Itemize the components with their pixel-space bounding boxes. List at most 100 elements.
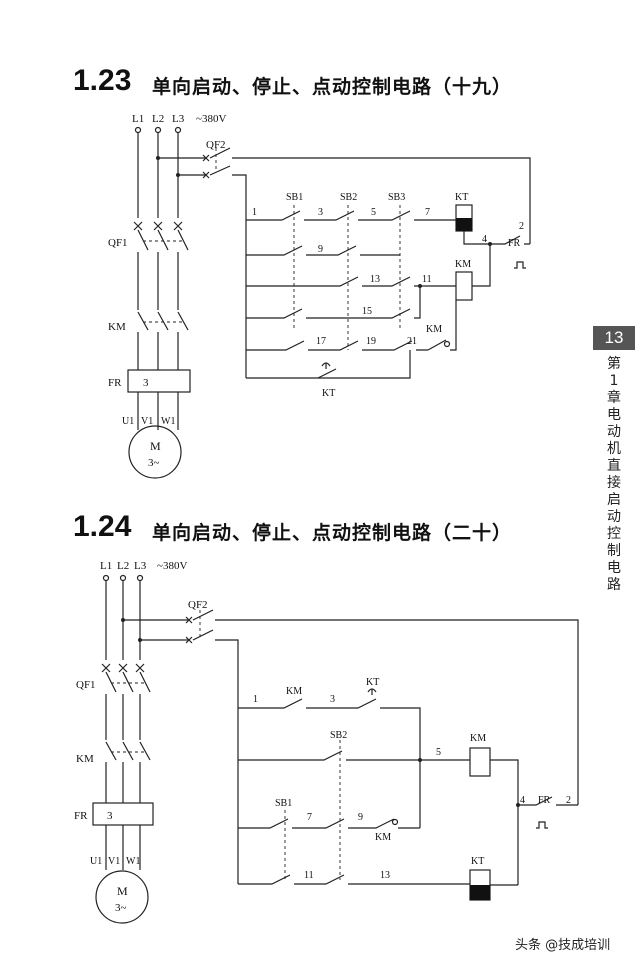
label-w1: W1 [126,856,140,867]
terminal-l2 [119,574,127,582]
terminal-l1 [102,574,110,582]
watermark: 头条 @技成培训 [512,933,614,954]
node-13: 13 [380,870,390,881]
button-links [293,205,401,350]
motor-1 [128,425,182,479]
label-v1: V1 [141,416,153,427]
rung-4 [238,874,470,885]
label-km: KM [76,753,94,765]
section1-number: 1.23 [73,64,132,97]
fr-box-number: 3 [107,810,113,822]
label-l3: L3 [172,113,185,125]
label-l1: L1 [132,113,144,125]
chapter-title-vertical: 第1章 电动机直接启动控制电路 [607,356,621,593]
node-13: 13 [370,274,380,285]
km-aux-contact [427,300,457,351]
node-1: 1 [253,694,258,705]
label-voltage: ~380V [196,113,226,125]
node-11: 11 [304,870,314,881]
qf2-tap [158,157,205,176]
node-21: 21 [407,336,417,347]
label-km-coil: KM [455,259,471,270]
diagram-1: L1 L2 L3 ~380V QF2 QF1 KM 3 FR U1 V1 W1 [108,113,531,479]
km-coil-return [472,244,491,287]
label-u1: U1 [122,416,134,427]
label-qf2: QF2 [188,599,208,611]
qf1-blades [105,671,151,693]
label-l2: L2 [117,560,129,572]
label-l3: L3 [134,560,147,572]
node-11: 11 [422,274,432,285]
qf1-x [101,663,145,673]
fr-box [92,802,154,826]
label-u1: U1 [90,856,102,867]
label-sb1: SB1 [286,192,303,203]
km-main-contacts [105,741,151,761]
qf2-x [185,616,193,644]
qf2-blades [209,147,231,176]
terminal-l1 [134,126,142,134]
rung-1 [238,698,421,828]
section2-number: 1.24 [73,510,132,543]
node [176,173,180,177]
motor-2 [95,870,149,924]
fr-box [127,369,191,393]
fr-box-number: 3 [143,377,149,389]
node-7: 7 [307,812,312,823]
node-2: 2 [519,221,524,232]
kt-timed-sym [367,688,377,695]
label-fr: FR [108,377,122,389]
kt-coil-fill [456,218,472,231]
label-km-coil: KM [470,733,486,744]
kt-timed-sym [321,362,331,369]
diagram-2: L1 L2 L3 ~380V QF2 QF1 KM 3 FR U1 V1 W1 … [74,560,579,924]
rung-5 [246,340,428,351]
label-fr-contact: FR [538,795,551,806]
qf2-blades [192,609,214,641]
rung-2 [246,245,400,256]
coil-return [490,759,519,885]
terminal-l2 [154,126,162,134]
node-5: 5 [436,747,441,758]
label-km-contact1: KM [286,686,302,697]
motor-sub: 3~ [115,902,127,914]
ctrl-top-wire [215,619,579,805]
ctrl-top-wire [232,157,531,244]
node-3: 3 [330,694,335,705]
kt-to-node4 [463,231,492,245]
ctrl-left-bus [232,174,247,378]
label-kt-coil: KT [471,856,484,867]
node-17: 17 [316,336,326,347]
node [156,156,160,160]
node-9: 9 [358,812,363,823]
label-l1: L1 [100,560,112,572]
node-19: 19 [366,336,376,347]
phase-lines-low [137,332,179,370]
motor-label: M [117,884,128,898]
label-kt: KT [455,192,468,203]
motor-sub: 3~ [148,457,160,469]
node-2: 2 [566,795,571,806]
node-7: 7 [425,207,430,218]
qf2-tap [123,619,188,641]
label-kt-bottom: KT [322,388,335,399]
label-sb3: SB3 [388,192,405,203]
rung-5-bottom [246,350,411,379]
fr-contact [518,796,578,806]
ctrl-left-bus [215,639,239,884]
phase-lines-top [137,133,179,218]
phase-lines-motor [137,392,179,430]
label-fr-contact: FR [508,238,521,249]
label-qf1: QF1 [108,237,128,249]
phase-lines-motor [105,825,141,870]
label-sb1: SB1 [275,798,292,809]
label-qf1: QF1 [76,679,96,691]
terminal-l3 [174,126,182,134]
qf1-blades [137,229,189,251]
label-sb2: SB2 [330,730,347,741]
label-kt: KT [366,677,379,688]
rung-4 [246,286,421,319]
label-voltage: ~380V [157,560,187,572]
node-15: 15 [362,306,372,317]
